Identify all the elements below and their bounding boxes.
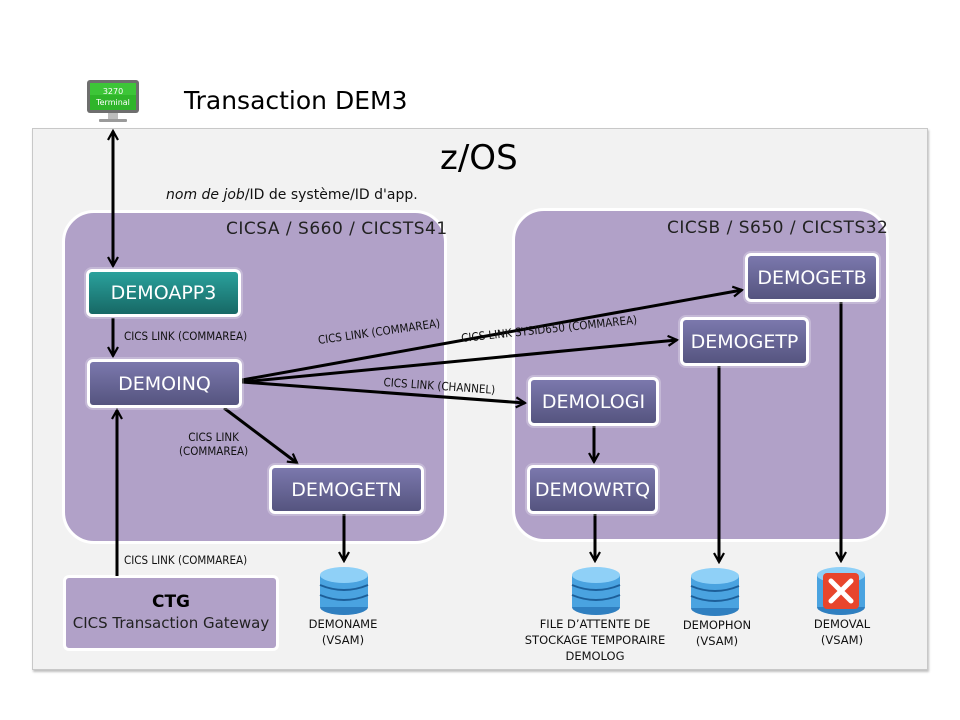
terminal-3270-icon[interactable]: 3270 Terminal [86, 79, 140, 125]
link-label-inq-getn: CICS LINK (COMMAREA) [179, 430, 248, 458]
datastore-name: DEMOLOG [565, 649, 625, 663]
legend-italic: nom de job [166, 187, 245, 203]
datastore-type: (VSAM) [695, 634, 739, 648]
database-icon[interactable] [687, 564, 743, 620]
datastore-name: DEMONAME [308, 617, 378, 631]
datastore-name: DEMOPHON [682, 618, 752, 632]
ctg-box[interactable]: CTG CICS Transaction Gateway [63, 575, 279, 651]
datastore-label-demoval: DEMOVAL (VSAM) [814, 616, 870, 648]
zos-label: z/OS [440, 138, 518, 178]
datastore-label-demoname: DEMONAME (VSAM) [309, 616, 378, 648]
database-icon[interactable] [568, 563, 624, 619]
diagram-title: Transaction DEM3 [184, 86, 408, 115]
database-icon[interactable] [316, 563, 372, 619]
ctg-subtitle: CICS Transaction Gateway [72, 614, 270, 632]
link-label-inq-getn-line1: CICS LINK [188, 430, 239, 444]
datastore-line2: STOCKAGE TEMPORAIRE [524, 633, 666, 647]
naming-legend: nom de job/ID de système/ID d'app. [166, 187, 418, 203]
database-error-icon[interactable] [813, 563, 869, 619]
link-label-ctg-inq: CICS LINK (COMMAREA) [124, 553, 248, 567]
ctg-title: CTG [151, 592, 191, 612]
program-demogetb[interactable]: DEMOGETB [745, 253, 879, 302]
program-demologi[interactable]: DEMOLOGI [528, 377, 659, 426]
datastore-type: (VSAM) [321, 633, 365, 647]
datastore-line1: FILE D’ATTENTE DE [539, 617, 651, 631]
datastore-label-demolog: FILE D’ATTENTE DE STOCKAGE TEMPORAIRE DE… [525, 616, 665, 664]
terminal-line2: Terminal [95, 98, 130, 107]
program-demogetp[interactable]: DEMOGETP [680, 317, 809, 366]
program-demogetn[interactable]: DEMOGETN [269, 465, 424, 514]
link-label-inq-getn-line2: (COMMAREA) [179, 444, 249, 458]
link-label-app3-inq: CICS LINK (COMMAREA) [124, 329, 248, 343]
legend-rest: /ID de système/ID d'app. [244, 187, 418, 203]
program-demoapp3[interactable]: DEMOAPP3 [86, 269, 241, 317]
datastore-name: DEMOVAL [813, 617, 871, 631]
datastore-type: (VSAM) [820, 633, 864, 647]
datastore-label-demophon: DEMOPHON (VSAM) [683, 617, 751, 649]
program-demoinq[interactable]: DEMOINQ [87, 359, 242, 408]
terminal-line1: 3270 [103, 87, 123, 96]
region-cicsb-title: CICSB / S650 / CICSTS32 [667, 218, 889, 238]
region-cicsa-title: CICSA / S660 / CICSTS41 [226, 219, 448, 239]
program-demowrtq[interactable]: DEMOWRTQ [527, 465, 658, 514]
